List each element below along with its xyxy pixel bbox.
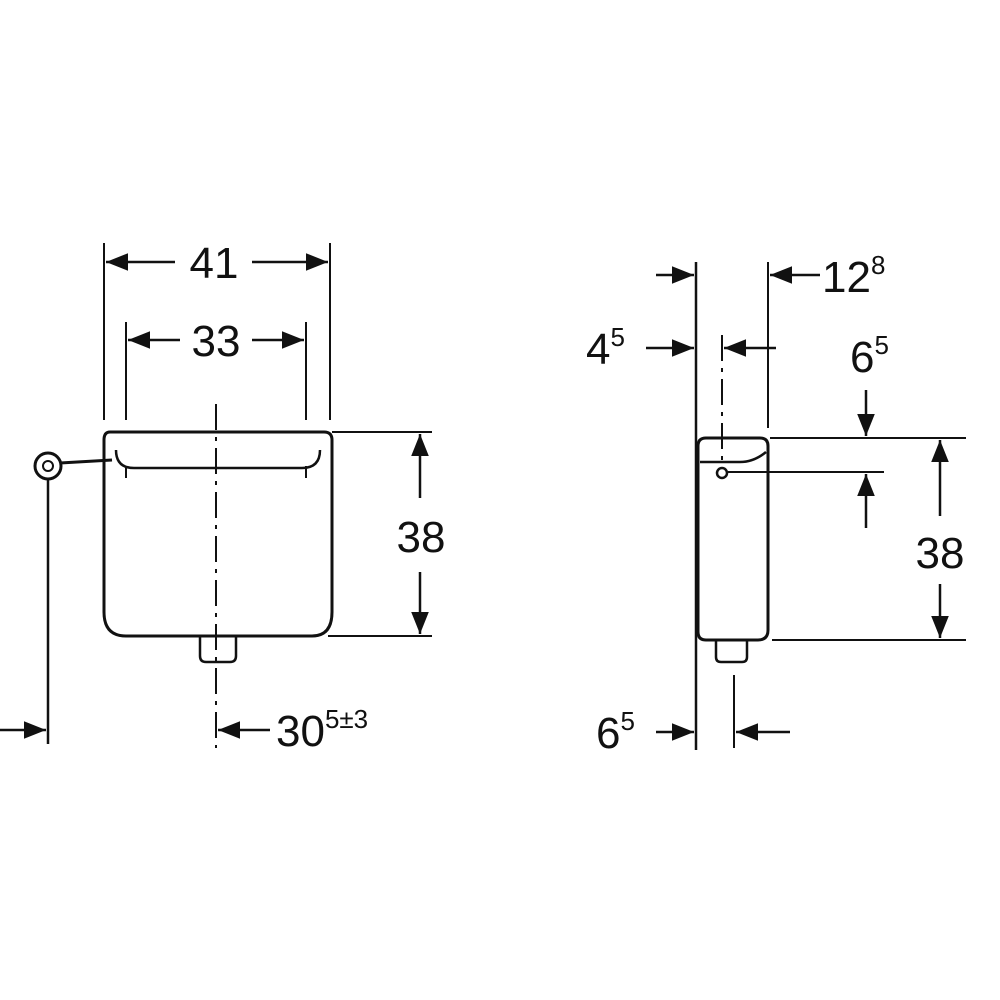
side-cistern-body [696, 436, 770, 642]
flush-lever-arm [59, 458, 113, 465]
dim-label-33: 33 [192, 317, 241, 366]
dim-label-4-5: 45 [586, 322, 625, 374]
dim-label-12-8: 128 [822, 250, 885, 302]
front-lid-line [114, 449, 322, 470]
side-lever-hole-icon [715, 466, 729, 480]
front-cistern-body [102, 430, 334, 638]
dim-label-6-5-top: 65 [850, 330, 889, 382]
side-lid-bevel [700, 451, 767, 464]
side-outlet-stub [714, 641, 749, 664]
side-view: 128 45 65 38 65 [586, 250, 966, 758]
dim-label-12-8-main: 12 [822, 253, 871, 302]
front-view: 41 33 38 305±3 [0, 239, 445, 756]
dim-label-6-5-bottom: 65 [596, 706, 635, 758]
dim-label-6-5-bottom-sup: 5 [620, 706, 634, 736]
dim-label-30-main: 30 [276, 707, 325, 756]
dim-label-30: 305±3 [276, 704, 368, 756]
dim-label-4-5-main: 4 [586, 325, 610, 374]
dim-label-4-5-sup: 5 [610, 322, 624, 352]
dim-label-6-5-top-main: 6 [850, 333, 874, 382]
dim-label-6-5-top-sup: 5 [874, 330, 888, 360]
dim-label-38-side: 38 [916, 529, 965, 578]
dim-label-41: 41 [190, 239, 239, 288]
dim-label-12-8-sup: 8 [871, 250, 885, 280]
front-outlet-stub [198, 637, 238, 664]
flush-lever-pivot-icon [42, 460, 54, 472]
dim-label-6-5-bottom-main: 6 [596, 709, 620, 758]
dim-label-30-sup: 5±3 [325, 704, 368, 734]
dim-label-38-front: 38 [397, 513, 446, 562]
